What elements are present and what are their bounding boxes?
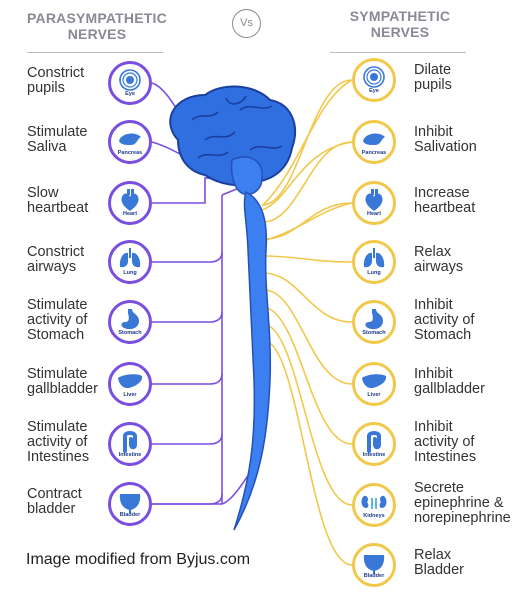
parasympathetic-nerve (152, 433, 223, 445)
parasympathetic-nerve (152, 373, 223, 385)
sympathetic-effect-label: Increase heartbeat (414, 185, 476, 216)
vs-badge: Vs (232, 9, 261, 38)
left-divider (27, 52, 163, 53)
parasympathetic-effect-label: Stimulate Saliva (27, 124, 88, 155)
sympathetic-nerve (263, 340, 353, 566)
organ-name: Stomach (118, 330, 142, 336)
organ-name: Intestine (362, 452, 386, 458)
brain-cerebrum (169, 85, 296, 187)
organ-name: Heart (122, 211, 138, 217)
organ-name: Pancreas (361, 150, 387, 156)
sympathetic-effect-label: Inhibit activity of Intestines (414, 418, 477, 465)
parasympathetic-organ-liver: Liver (108, 362, 152, 406)
sympathetic-nerve (263, 289, 353, 385)
parasympathetic-nerve (152, 251, 223, 263)
organ-name: Heart (366, 211, 382, 217)
sympathetic-organ-heart: Heart (352, 181, 396, 225)
organ-name: Liver (367, 392, 381, 398)
parasympathetic-organ-stomach: Stomach (108, 300, 152, 344)
parasympathetic-effect-label: Stimulate gallbladder (27, 366, 98, 397)
brain-stem (230, 156, 263, 196)
sympathetic-nerve (261, 141, 353, 211)
organ-name: Eye (125, 91, 135, 97)
sympathetic-organ-eye: Eye (352, 58, 396, 102)
parasympathetic-organ-heart: Heart (108, 181, 152, 225)
organ-name: Liver (123, 392, 137, 398)
parasympathetic-organ-pancreas: Pancreas (108, 120, 152, 164)
spinal-cord (233, 190, 272, 531)
sympathetic-title: SYMPATHETIC NERVES (349, 8, 451, 40)
sympathetic-nerve (261, 79, 353, 207)
sympathetic-effect-label: Relax airways (414, 244, 464, 275)
organ-name: Lung (367, 270, 381, 276)
organ-name: Lung (123, 270, 137, 276)
image-credit: Image modified from Byjus.com (26, 551, 251, 568)
parasympathetic-organ-intestine: Intestine (108, 422, 152, 466)
parasympathetic-organ-lung: Lung (108, 240, 152, 284)
parasympathetic-effect-label: Constrict airways (27, 244, 85, 275)
sympathetic-nerve (262, 323, 353, 506)
parasympathetic-organ-eye: Eye (108, 61, 152, 105)
sympathetic-effect-label: Relax Bladder (414, 547, 464, 578)
organ-name: Pancreas (117, 150, 143, 156)
sympathetic-organ-pancreas: Pancreas (352, 120, 396, 164)
sympathetic-organ-kidneys: Kidneys (352, 483, 396, 527)
sympathetic-organ-stomach: Stomach (352, 300, 396, 344)
sympathetic-nerve (262, 272, 353, 323)
sympathetic-organ-lung: Lung (352, 240, 396, 284)
parasympathetic-effect-label: Stimulate activity of Intestines (27, 418, 90, 465)
sympathetic-nerve (265, 202, 353, 241)
sympathetic-nerve (261, 79, 353, 206)
sympathetic-nerve (261, 306, 353, 445)
organ-name: Stomach (362, 330, 386, 336)
organ-name: Kidneys (363, 513, 385, 519)
parasympathetic-effect-label: Stimulate activity of Stomach (27, 296, 88, 343)
sympathetic-organ-bladder: Bladder (352, 543, 396, 587)
sympathetic-organ-intestine: Intestine (352, 422, 396, 466)
parasympathetic-nerve (152, 311, 223, 323)
organ-name: Eye (369, 88, 379, 94)
sympathetic-effect-label: Inhibit activity of Stomach (414, 296, 475, 343)
parasympathetic-effect-label: Constrict pupils (27, 65, 85, 96)
parasympathetic-organ-bladder: Bladder (108, 482, 152, 526)
organ-name: Bladder (363, 573, 385, 579)
parasympathetic-effect-label: Slow heartbeat (27, 185, 89, 216)
parasympathetic-effect-label: Contract bladder (27, 486, 82, 517)
sympathetic-effect-label: Dilate pupils (414, 62, 452, 93)
organ-name: Intestine (118, 452, 142, 458)
sympathetic-effect-label: Inhibit gallbladder (414, 366, 485, 397)
sympathetic-effect-label: Secrete epinephrine & norepinephrine (414, 479, 511, 526)
organ-name: Bladder (119, 512, 141, 518)
sympathetic-organ-liver: Liver (352, 362, 396, 406)
sympathetic-effect-label: Inhibit Salivation (414, 124, 477, 155)
sympathetic-nerve (261, 255, 353, 263)
parasympathetic-title: PARASYMPATHETIC NERVES (27, 10, 167, 42)
right-divider (330, 52, 466, 53)
